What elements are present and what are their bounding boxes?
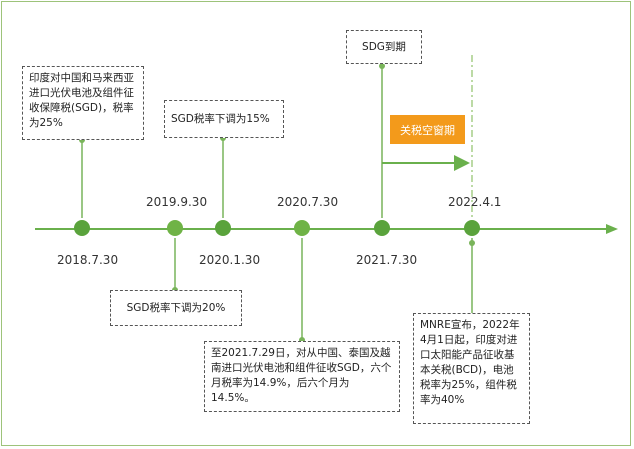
note-box-2021: SDG到期	[346, 30, 422, 64]
note-box-2020a: SGD税率下调为15%	[164, 100, 284, 138]
date-label-2022: 2022.4.1	[448, 195, 502, 209]
node-2022	[464, 220, 480, 236]
date-label-2020b: 2020.7.30	[277, 195, 339, 209]
tariff-window-badge: 关税空窗期	[390, 115, 465, 144]
node-2018	[74, 220, 90, 236]
connector-dot-2021	[379, 63, 385, 69]
note-box-2020b: 至2021.7.29日，对从中国、泰国及越南进口光伏电池和组件征收SGD，六个月…	[204, 341, 400, 412]
note-box-2018: 印度对中国和马来西亚进口光伏电池及组件征收保障税(SGD)，税率为25%	[22, 66, 144, 140]
date-label-2020a: 2020.1.30	[199, 253, 261, 267]
date-label-2018: 2018.7.30	[57, 253, 119, 267]
node-2019	[167, 220, 183, 236]
note-box-2022: MNRE宣布，2022年4月1日起，印度对进口太阳能产品征收基本关税(BCD)，…	[413, 313, 530, 424]
date-label-2021: 2021.7.30	[356, 253, 418, 267]
connector-dot-2022	[469, 240, 475, 246]
timeline-axis-arrowhead	[606, 224, 618, 234]
node-2020b	[294, 220, 310, 236]
node-2020a	[215, 220, 231, 236]
date-label-2019: 2019.9.30	[146, 195, 208, 209]
node-2021	[374, 220, 390, 236]
note-box-2019: SGD税率下调为20%	[110, 290, 242, 326]
